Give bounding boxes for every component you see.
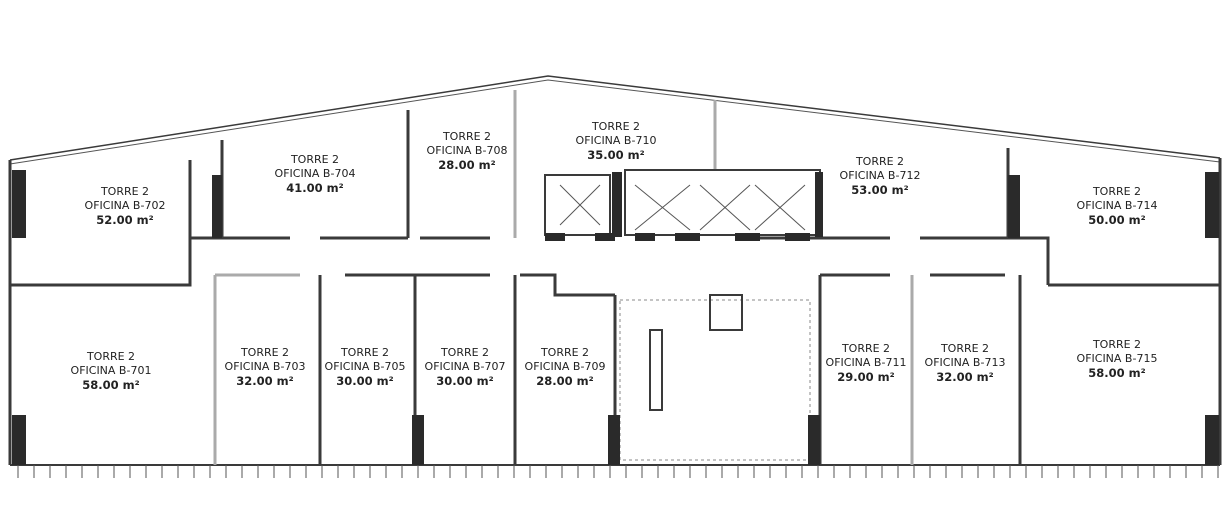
office-area: 58.00 m² bbox=[1088, 366, 1145, 380]
office-tower: TORRE 2 bbox=[1092, 338, 1141, 351]
office-tower: TORRE 2 bbox=[442, 130, 491, 143]
office-area: 30.00 m² bbox=[336, 374, 393, 388]
bottom-room-walls bbox=[12, 170, 1219, 465]
office-area: 50.00 m² bbox=[1088, 213, 1145, 227]
office-area: 32.00 m² bbox=[936, 370, 993, 384]
office-area: 52.00 m² bbox=[96, 213, 153, 227]
office-area: 35.00 m² bbox=[587, 148, 644, 162]
facade-ticks bbox=[17, 465, 1219, 478]
office-tower: TORRE 2 bbox=[591, 120, 640, 133]
office-area: 29.00 m² bbox=[837, 370, 894, 384]
office-tower: TORRE 2 bbox=[340, 346, 389, 359]
office-area: 58.00 m² bbox=[82, 378, 139, 392]
office-tower: TORRE 2 bbox=[841, 342, 890, 355]
office-area: 30.00 m² bbox=[436, 374, 493, 388]
office-tower: TORRE 2 bbox=[1092, 185, 1141, 198]
office-tower: TORRE 2 bbox=[940, 342, 989, 355]
office-name: OFICINA B-704 bbox=[275, 167, 356, 180]
office-name: OFICINA B-702 bbox=[85, 199, 166, 212]
office-name: OFICINA B-709 bbox=[525, 360, 606, 373]
office-area: 28.00 m² bbox=[438, 158, 495, 172]
office-area: 53.00 m² bbox=[851, 183, 908, 197]
office-name: OFICINA B-714 bbox=[1077, 199, 1158, 212]
office-area: 28.00 m² bbox=[536, 374, 593, 388]
office-name: OFICINA B-708 bbox=[427, 144, 508, 157]
elevator-core bbox=[544, 169, 823, 241]
office-name: OFICINA B-715 bbox=[1077, 352, 1158, 365]
office-tower: TORRE 2 bbox=[240, 346, 289, 359]
office-name: OFICINA B-710 bbox=[576, 134, 657, 147]
office-name: OFICINA B-713 bbox=[925, 356, 1006, 369]
office-tower: TORRE 2 bbox=[86, 350, 135, 363]
office-name: OFICINA B-703 bbox=[225, 360, 306, 373]
office-tower: TORRE 2 bbox=[100, 185, 149, 198]
office-name: OFICINA B-705 bbox=[325, 360, 406, 373]
office-name: OFICINA B-711 bbox=[826, 356, 907, 369]
office-tower: TORRE 2 bbox=[540, 346, 589, 359]
office-tower: TORRE 2 bbox=[855, 155, 904, 168]
office-name: OFICINA B-712 bbox=[840, 169, 921, 182]
office-tower: TORRE 2 bbox=[440, 346, 489, 359]
office-area: 32.00 m² bbox=[236, 374, 293, 388]
office-tower: TORRE 2 bbox=[290, 153, 339, 166]
office-name: OFICINA B-707 bbox=[425, 360, 506, 373]
office-area: 41.00 m² bbox=[286, 181, 343, 195]
office-name: OFICINA B-701 bbox=[71, 364, 152, 377]
